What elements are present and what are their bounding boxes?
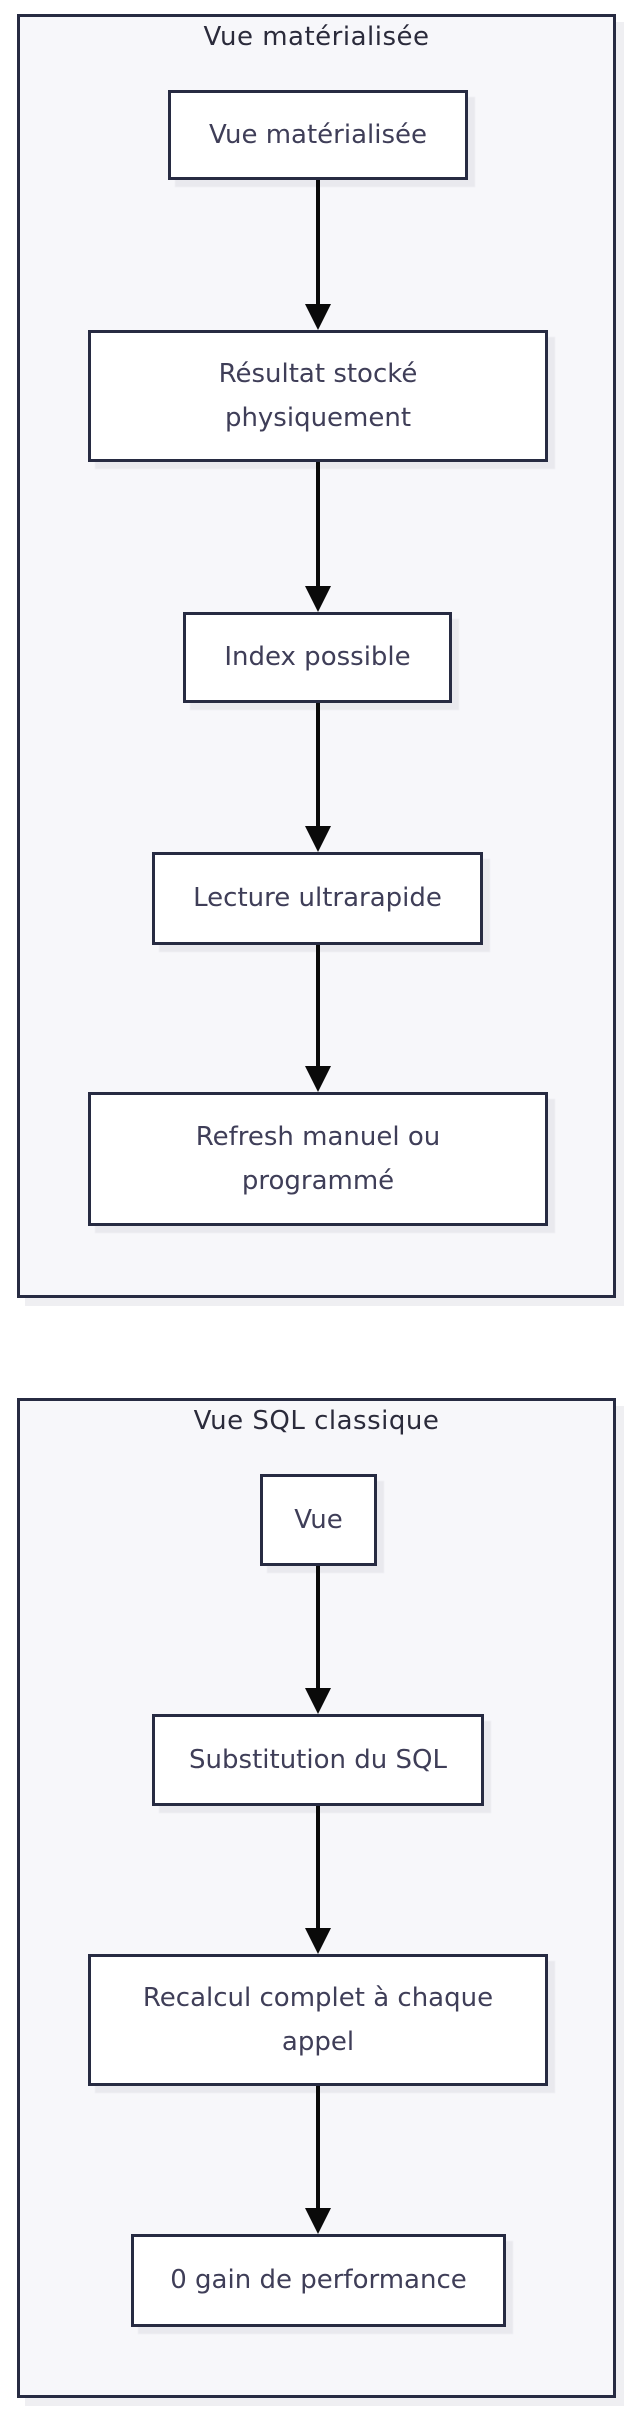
node-recalcul-complet: Recalcul complet à chaque appel [88,1954,548,2086]
node-lecture-ultrarapide: Lecture ultrarapide [152,852,483,945]
node-vue: Vue [260,1474,377,1566]
node-zero-gain: 0 gain de performance [131,2234,506,2327]
node-substitution-sql: Substitution du SQL [152,1714,484,1806]
arrow-down-icon [305,180,331,330]
node-label: Recalcul complet à chaque appel [142,1982,494,2057]
arrow-down-icon [305,945,331,1092]
node-label: Refresh manuel ou programmé [195,1121,441,1196]
arrow-down-icon [305,1566,331,1714]
group-title-vue-sql-classique: Vue SQL classique [193,1406,440,1436]
group-title-vue-materialisee: Vue matérialisée [203,22,430,52]
arrow-down-icon [305,2086,331,2234]
node-label: Résultat stocké physiquement [218,358,418,433]
arrow-down-icon [305,703,331,852]
node-label: Vue [294,1504,343,1535]
node-label: Vue matérialisée [208,119,428,150]
node-label: 0 gain de performance [170,2265,467,2296]
node-refresh-manuel: Refresh manuel ou programmé [88,1092,548,1226]
node-label: Index possible [224,642,411,673]
node-label: Lecture ultrarapide [193,883,442,914]
node-resultat-stocke: Résultat stocké physiquement [88,330,548,462]
arrow-down-icon [305,1806,331,1954]
node-label: Substitution du SQL [189,1744,447,1775]
arrow-down-icon [305,462,331,612]
node-index-possible: Index possible [183,612,452,703]
node-vue-materialisee: Vue matérialisée [168,90,468,180]
